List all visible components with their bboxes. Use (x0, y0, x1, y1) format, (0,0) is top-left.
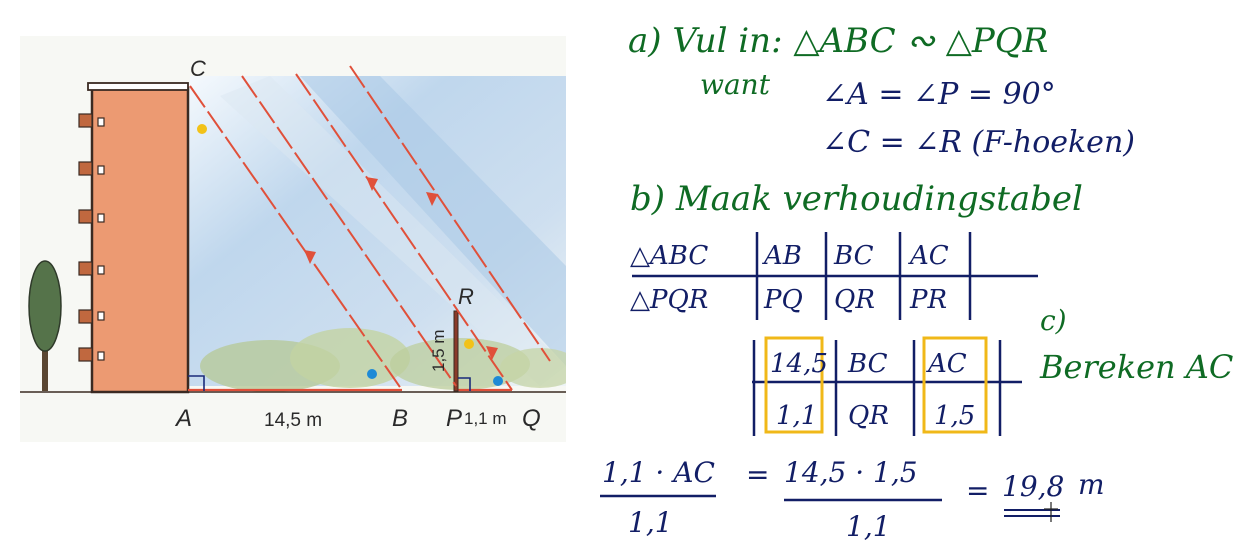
label-R: R (458, 284, 474, 309)
calc-unit: m (1078, 468, 1105, 501)
calc-lhs-top: 1,1 · AC (602, 456, 715, 489)
label-C: C (190, 56, 206, 81)
angle-dot-C (197, 124, 207, 134)
t1-r2-c3: PR (909, 285, 947, 315)
calc-eq2: = (966, 474, 989, 507)
t2-r1-c2: AC (926, 349, 967, 379)
angle-dot-B (367, 369, 377, 379)
angle-dot-Q (493, 376, 503, 386)
calc-rhs-bottom: 1,1 (846, 510, 891, 543)
calculation: 1,1 · AC 1,1 = 14,5 · 1,5 1,1 = 19,8 m (600, 456, 1105, 543)
ratio-table-1: △ABC AB BC AC △PQR PQ QR PR (630, 232, 1038, 320)
part-a-line1: a) Vul in: △ABC ∾ △PQR (628, 21, 1048, 61)
label-Q: Q (522, 405, 541, 432)
windows (97, 117, 105, 361)
t1-r2-c2: QR (834, 285, 875, 315)
label-B: B (392, 405, 408, 432)
label-P: P (446, 405, 462, 432)
balconies (78, 113, 93, 362)
building (78, 82, 190, 394)
t2-r2-c1: QR (848, 401, 889, 431)
t1-r1-c3: AC (908, 241, 949, 271)
t2-r2-c2: 1,5 (934, 401, 975, 431)
label-A: A (174, 405, 192, 432)
t1-r2-c1: PQ (763, 285, 803, 315)
part-b-heading: b) Maak verhoudingstabel (630, 179, 1083, 219)
cursor-crosshair (1044, 502, 1058, 522)
calc-eq1: = (746, 458, 769, 491)
length-PQ: 1,1 m (464, 409, 507, 428)
part-a-angle2: ∠C = ∠R (F-hoeken) (822, 125, 1135, 160)
part-c-text: Bereken AC (1039, 348, 1233, 386)
calc-lhs-bottom: 1,1 (628, 506, 673, 539)
length-PR: 1,5 m (429, 329, 448, 372)
t1-r2-c0: △PQR (630, 285, 708, 315)
angle-dot-R (464, 339, 474, 349)
t1-r1-c1: AB (762, 241, 802, 271)
right-angle-P (458, 377, 471, 391)
t1-r1-c0: △ABC (630, 241, 708, 271)
part-a-want: want (700, 68, 771, 101)
highlight-box-left (764, 336, 824, 434)
right-angle-A (188, 375, 205, 391)
calc-rhs-top: 14,5 · 1,5 (784, 456, 918, 489)
building-shadow-illustration: C A B P Q R 14,5 m 1,1 m 1,5 m (20, 36, 566, 442)
t2-r1-c0: 14,5 (770, 349, 828, 379)
part-a-angle1: ∠A = ∠P = 90° (822, 77, 1056, 112)
pole-PR (453, 310, 459, 392)
calc-result: 19,8 (1002, 470, 1064, 503)
tree (28, 260, 62, 391)
sun-rays (189, 65, 551, 391)
t1-r1-c2: BC (833, 241, 874, 271)
t2-r2-c0: 1,1 (776, 401, 817, 431)
part-a: a) Vul in: △ABC ∾ △PQR want ∠A = ∠P = 90… (628, 21, 1135, 160)
length-AB: 14,5 m (264, 410, 322, 431)
part-c-label: c) (1040, 304, 1067, 337)
highlight-box-right (922, 336, 988, 434)
ray-arrows (304, 177, 498, 360)
ratio-table-2: 14,5 BC AC 1,1 QR 1,5 (752, 336, 1022, 436)
t2-r1-c1: BC (847, 349, 888, 379)
